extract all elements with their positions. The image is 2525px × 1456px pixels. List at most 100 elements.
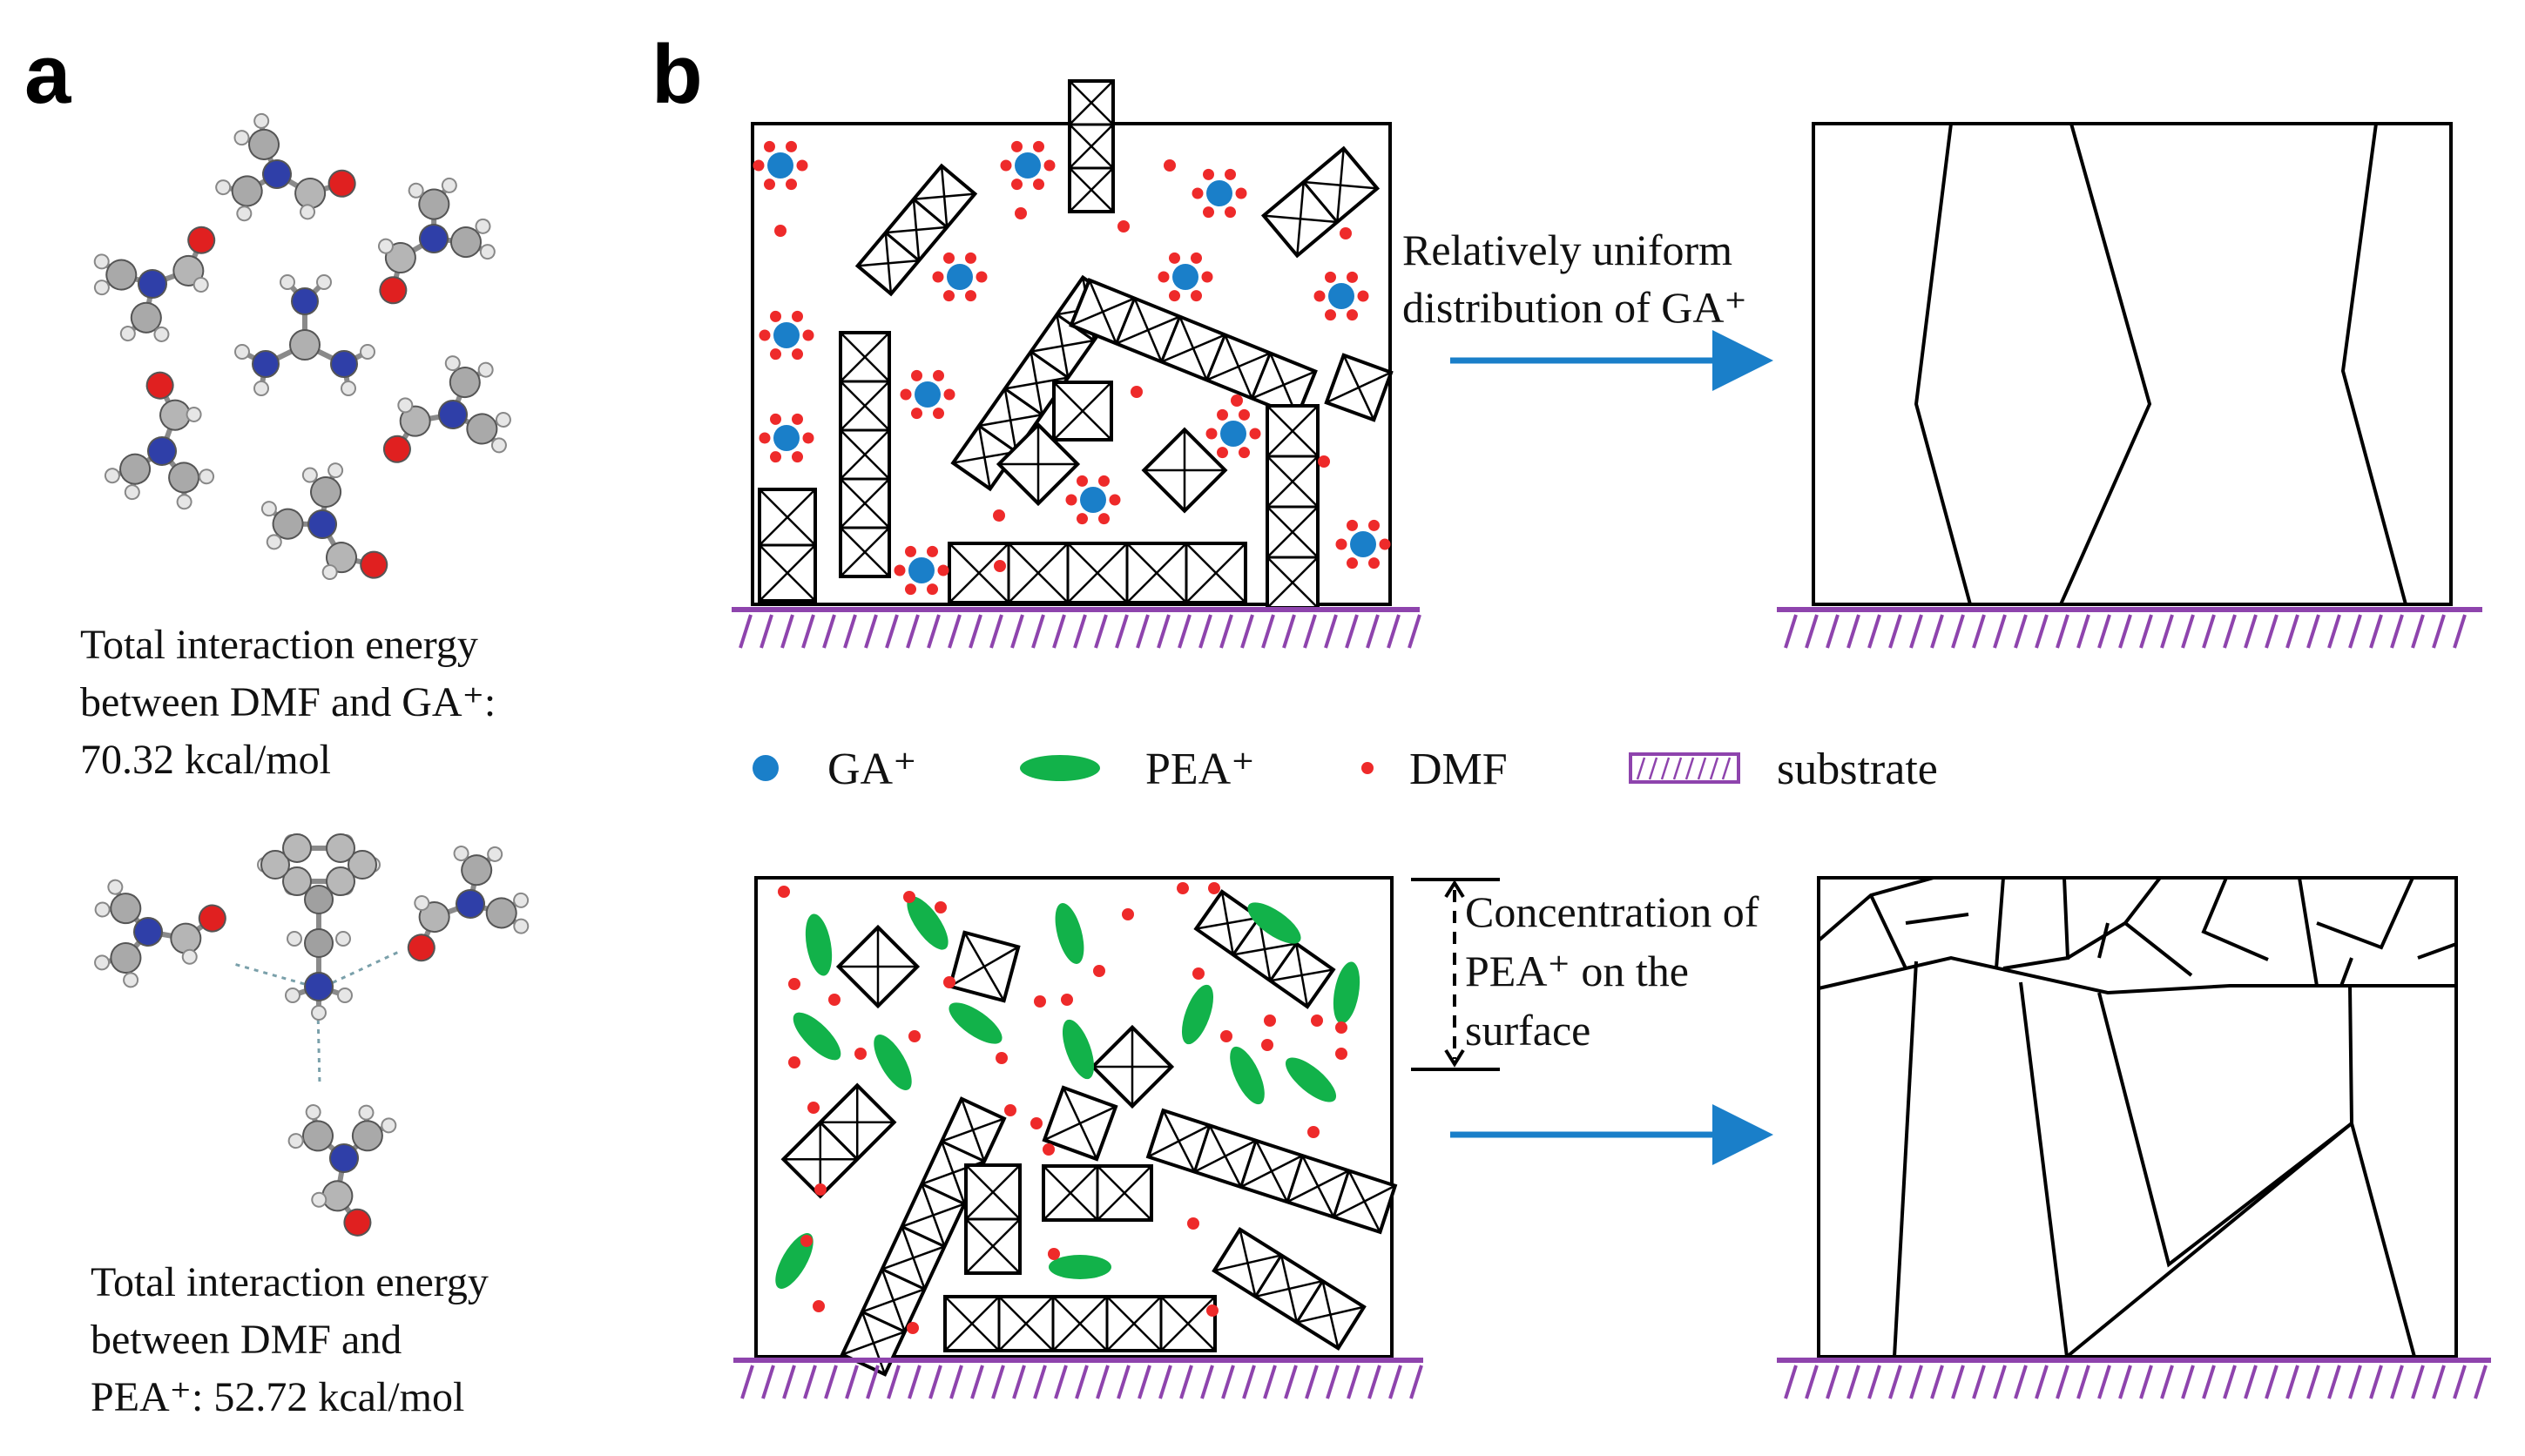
- pea-dmf-molecule-cluster: [94, 832, 530, 1237]
- atom: [310, 476, 342, 509]
- ga-cation-cluster: [1313, 271, 1369, 321]
- pea-cation: [775, 1233, 814, 1289]
- substrate-hatch: [1138, 1365, 1151, 1399]
- panel-a-letter: a: [24, 28, 71, 121]
- atom: [326, 866, 355, 897]
- ga-cation-cluster: [1205, 408, 1261, 459]
- atom: [280, 274, 295, 290]
- substrate-hatch: [2285, 614, 2299, 649]
- atom: [513, 918, 530, 934]
- atom: [192, 277, 209, 293]
- dmf-molecule: [943, 976, 955, 988]
- atom: [456, 889, 485, 919]
- atom: [236, 206, 253, 222]
- h-bond: [230, 961, 314, 988]
- atom: [329, 1143, 359, 1173]
- substrate-hatch: [1867, 1365, 1881, 1399]
- atom: [307, 509, 337, 539]
- substrate-hatch: [2348, 1365, 2362, 1399]
- pea-cation: [1062, 1019, 1095, 1080]
- substrate-top-right: [1777, 607, 2482, 649]
- atom: [301, 467, 318, 483]
- atom: [110, 893, 142, 925]
- atom: [449, 226, 482, 259]
- dmf-molecule: [993, 509, 1005, 522]
- substrate-hatch: [1324, 614, 1338, 649]
- substrate-hatch: [739, 614, 753, 649]
- substrate-hatch: [824, 1365, 838, 1399]
- atom: [104, 468, 120, 484]
- substrate-hatch: [927, 614, 941, 649]
- dmf-molecule: [1335, 1048, 1347, 1060]
- layered-grain-film: [1817, 876, 2458, 1358]
- substrate-hatch: [2244, 1365, 2258, 1399]
- atom: [186, 406, 202, 422]
- dmf-molecule: [1131, 386, 1143, 398]
- atom: [187, 226, 216, 254]
- legend-pea-label: PEA⁺: [1145, 745, 1255, 794]
- caption-top-line-2: between DMF and GA⁺:: [80, 679, 496, 725]
- atom: [282, 866, 312, 897]
- atom: [337, 988, 353, 1003]
- substrate-hatch: [2160, 614, 2174, 649]
- pea-cation: [1049, 1255, 1111, 1279]
- substrate-hatch: [2035, 614, 2049, 649]
- atom: [466, 413, 498, 445]
- atom: [479, 244, 496, 260]
- substrate-hatch: [864, 614, 878, 649]
- top-arrow-label: Relatively uniform distribution of GA⁺: [1402, 226, 1747, 332]
- substrate-hatch: [1054, 1365, 1068, 1399]
- substrate-hatch: [1200, 1365, 1214, 1399]
- substrate-hatch: [1219, 614, 1233, 649]
- substrate-hatch: [1198, 614, 1212, 649]
- legend-dmf-label: DMF: [1409, 745, 1508, 794]
- substrate-hatch: [1826, 1365, 1840, 1399]
- dmf-molecule: [1122, 908, 1134, 920]
- substrate-hatch: [1408, 614, 1421, 649]
- dmf-model: [260, 462, 388, 581]
- atom: [438, 400, 468, 429]
- dmf-molecule: [1061, 994, 1073, 1006]
- atom: [408, 182, 424, 199]
- atom: [381, 1117, 397, 1134]
- atom: [181, 948, 198, 965]
- atom: [351, 1120, 383, 1152]
- substrate-hatch: [2035, 1365, 2049, 1399]
- substrate-hatch: [2285, 1365, 2299, 1399]
- atom: [418, 188, 450, 220]
- substrate-hatch: [1888, 1365, 1902, 1399]
- substrate-hatch: [2390, 614, 2404, 649]
- pea-precursor-solution: [733, 876, 1423, 1399]
- substrate-hatch: [2369, 614, 2383, 649]
- atom: [311, 1191, 327, 1208]
- perovskite-crystal: [996, 421, 1081, 507]
- substrate-hatch: [1347, 1365, 1360, 1399]
- dmf-molecule: [1208, 882, 1220, 894]
- dmf-model: [287, 1104, 397, 1237]
- caption-bottom-line-2: between DMF and: [91, 1317, 402, 1363]
- ga-dmf-molecule-cluster: [93, 112, 511, 581]
- substrate-hatch: [1784, 614, 1798, 649]
- atom: [377, 238, 394, 254]
- atom: [282, 832, 312, 863]
- atom: [360, 344, 375, 360]
- dmf-molecule: [994, 560, 1006, 572]
- dmf-molecule: [778, 886, 790, 898]
- substrate-hatch: [2306, 1365, 2320, 1399]
- atom: [330, 350, 358, 378]
- caption-bottom-line-3: PEA⁺: 52.72 kcal/mol: [91, 1374, 464, 1420]
- perovskite-crystal: [1324, 353, 1394, 422]
- atom: [266, 534, 282, 550]
- atom: [461, 854, 493, 886]
- substrate-hatch: [1388, 1365, 1402, 1399]
- ga-cation-cluster: [1065, 475, 1121, 525]
- substrate-hatch: [2097, 614, 2111, 649]
- substrate-hatch: [906, 614, 920, 649]
- atom: [198, 904, 226, 933]
- substrate-hatch: [1805, 614, 1819, 649]
- substrate-hatch: [803, 1365, 817, 1399]
- substrate-hatch: [1826, 614, 1840, 649]
- substrate-hatch: [1909, 1365, 1923, 1399]
- panel-b-letter: b: [652, 28, 703, 121]
- substrate-hatch: [2181, 1365, 2195, 1399]
